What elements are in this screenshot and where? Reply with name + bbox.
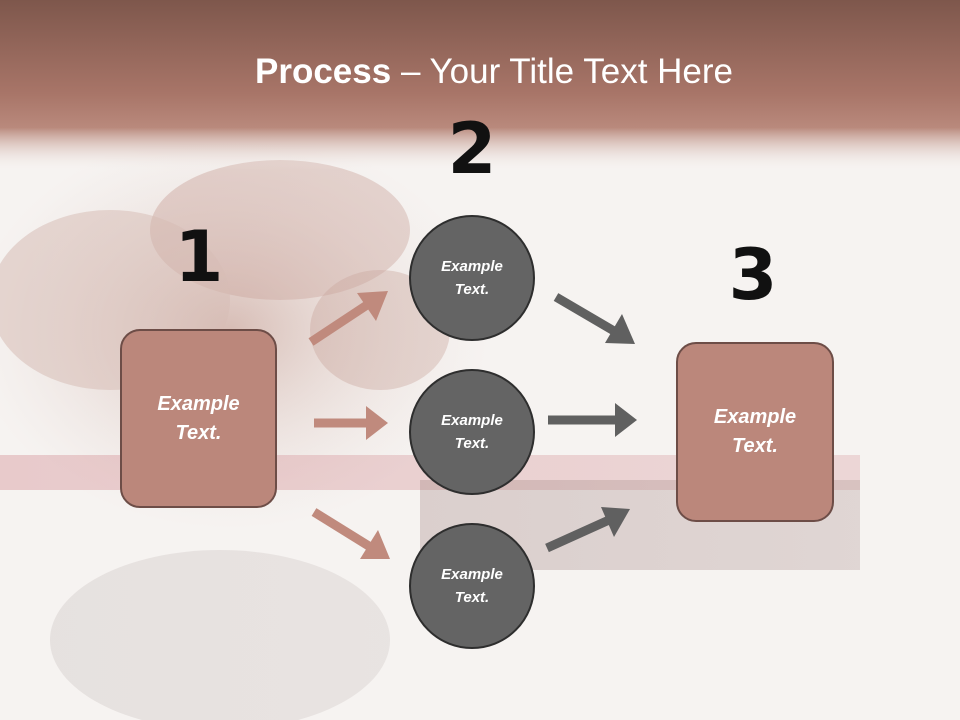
step-1-box: Example Text.: [120, 329, 277, 508]
arrow-1-to-middle: [314, 406, 388, 440]
circle-top-line2: Text.: [454, 281, 490, 298]
step-number-2: 2: [447, 108, 497, 190]
step-3-box: Example Text.: [676, 342, 834, 522]
step-number-1: 1: [174, 216, 224, 298]
title-bold: Process: [255, 52, 392, 91]
title-rest: – Your Title Text Here: [391, 52, 733, 91]
arrow-bottom-to-3: [545, 507, 630, 553]
circle-bottom-line2: Text.: [454, 589, 490, 606]
circle-middle: Example Text.: [409, 369, 535, 495]
circle-bottom-line1: Example: [441, 566, 503, 583]
arrow-middle-to-3: [548, 403, 637, 437]
step-1-line1: Example: [157, 392, 240, 415]
step-3-line1: Example: [713, 406, 797, 428]
circle-bottom: Example Text.: [409, 523, 535, 649]
step-number-3: 3: [728, 234, 778, 316]
circle-top-line1: Example: [441, 258, 503, 275]
step-1-line2: Text.: [175, 421, 222, 444]
circle-middle-line1: Example: [441, 412, 503, 429]
arrow-top-to-3: [553, 293, 635, 344]
arrow-1-to-top: [308, 291, 388, 346]
circle-top: Example Text.: [409, 215, 535, 341]
slide-title: Process – Your Title Text Here: [0, 52, 960, 92]
step-3-line2: Text.: [732, 435, 778, 457]
circle-middle-line2: Text.: [454, 435, 490, 452]
arrow-1-to-bottom: [311, 508, 390, 559]
